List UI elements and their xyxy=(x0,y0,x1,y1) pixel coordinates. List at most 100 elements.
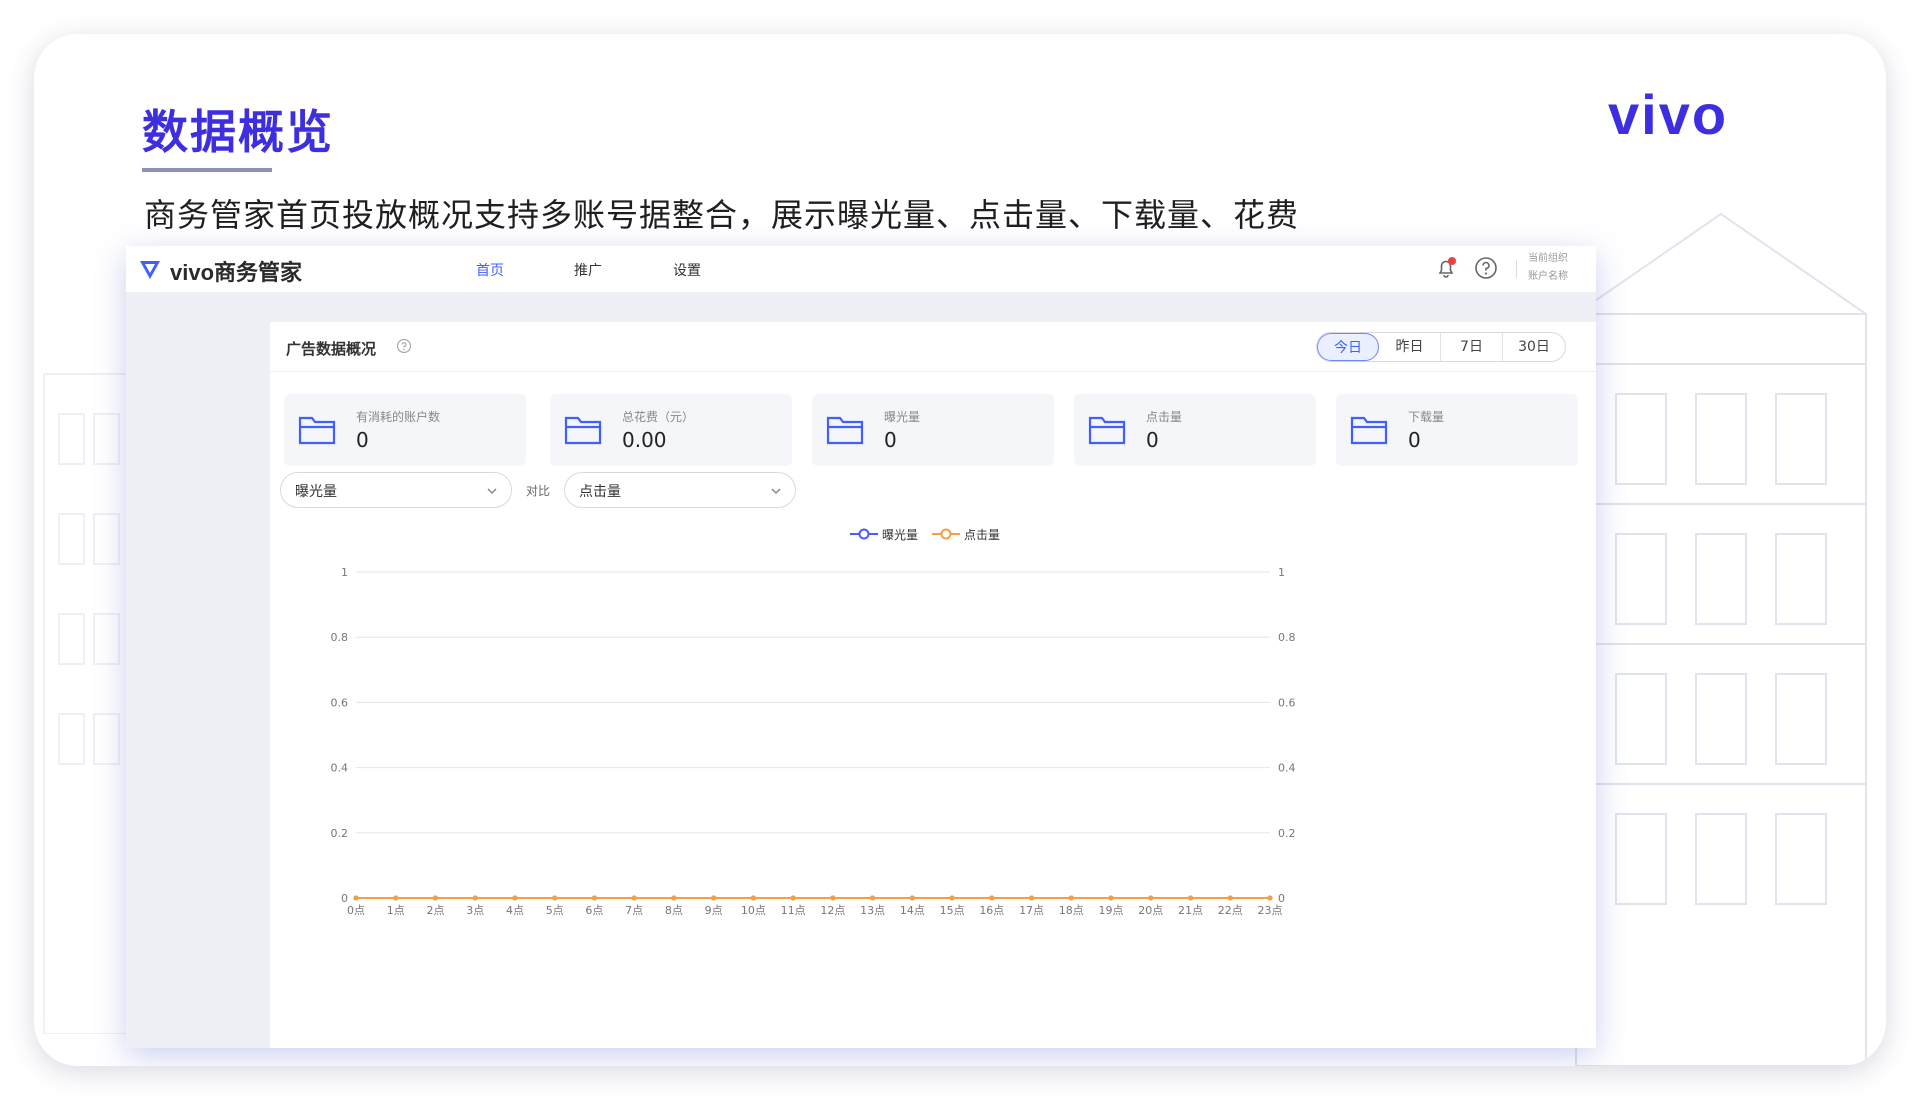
bell-icon[interactable] xyxy=(1434,256,1458,280)
x-tick-label: 0点 xyxy=(347,904,365,917)
stat-card-total-spend: 总花费（元） 0.00 xyxy=(550,394,792,466)
data-point xyxy=(591,895,597,901)
panel-header: 广告数据概况 今日 昨日 7日 30日 xyxy=(270,322,1596,372)
data-point xyxy=(472,895,478,901)
stat-card-active-accounts: 有消耗的账户数 0 xyxy=(284,394,526,466)
x-tick-label: 9点 xyxy=(705,904,723,917)
folder-icon xyxy=(826,416,864,445)
x-tick-label: 11点 xyxy=(781,904,806,917)
data-point xyxy=(949,895,955,901)
legend-line-icon xyxy=(932,528,961,540)
legend-item-impressions[interactable]: 曝光量 xyxy=(850,526,918,543)
folder-icon xyxy=(1088,416,1126,445)
slide-subtitle: 商务管家首页投放概况支持多账号据整合，展示曝光量、点击量、下载量、花费 xyxy=(144,196,1300,234)
range-tab-7-days[interactable]: 7日 xyxy=(1441,333,1503,361)
topbar-divider xyxy=(1516,260,1517,278)
compare-select-value: 点击量 xyxy=(579,484,621,500)
y-tick-label-right: 0.6 xyxy=(1278,696,1296,709)
stat-label: 总花费（元） xyxy=(622,410,695,424)
data-point xyxy=(750,895,756,901)
y-tick-label-right: 0.4 xyxy=(1278,762,1296,775)
nav-promotion[interactable]: 推广 xyxy=(574,263,602,279)
y-tick-label-left: 0.4 xyxy=(331,762,349,775)
x-tick-label: 4点 xyxy=(506,904,524,917)
x-tick-label: 16点 xyxy=(979,904,1004,917)
y-tick-label-right: 0.8 xyxy=(1278,631,1296,644)
panel-title: 广告数据概况 xyxy=(286,340,377,358)
y-tick-label-right: 0 xyxy=(1278,892,1285,905)
metric-select[interactable]: 曝光量 xyxy=(280,472,512,508)
data-point xyxy=(671,895,677,901)
account-switcher[interactable]: 当前组织 账户名称 xyxy=(1528,250,1568,286)
legend-item-clicks[interactable]: 点击量 xyxy=(932,526,1000,543)
data-point xyxy=(989,895,995,901)
data-point xyxy=(711,895,717,901)
legend-label: 曝光量 xyxy=(882,527,919,542)
chart-legend: 曝光量 点击量 xyxy=(850,526,1014,542)
x-tick-label: 8点 xyxy=(665,904,683,917)
stat-value: 0 xyxy=(1146,428,1159,452)
folder-icon xyxy=(1350,416,1388,445)
x-tick-label: 14点 xyxy=(900,904,925,917)
stat-value: 0 xyxy=(884,428,897,452)
range-tab-today[interactable]: 今日 xyxy=(1317,333,1379,361)
stat-value: 0 xyxy=(1408,428,1421,452)
x-tick-label: 23点 xyxy=(1258,904,1283,917)
stat-value: 0.00 xyxy=(622,428,667,452)
ad-overview-panel: 广告数据概况 今日 昨日 7日 30日 有消耗的账户数 0 xyxy=(270,322,1596,1048)
nav-home[interactable]: 首页 xyxy=(476,263,504,279)
info-icon[interactable] xyxy=(396,338,412,354)
data-point xyxy=(909,895,915,901)
data-point xyxy=(1108,895,1114,901)
x-tick-label: 10点 xyxy=(741,904,766,917)
data-point xyxy=(631,895,637,901)
data-point xyxy=(870,895,876,901)
compare-select[interactable]: 点击量 xyxy=(564,472,796,508)
account-org-label: 当前组织 xyxy=(1528,253,1568,264)
account-name-label: 账户名称 xyxy=(1528,271,1568,282)
nav-settings[interactable]: 设置 xyxy=(673,263,701,279)
app-name: vivo商务管家 xyxy=(170,260,303,285)
stat-card-impressions: 曝光量 0 xyxy=(812,394,1054,466)
help-icon[interactable] xyxy=(1474,256,1498,280)
legend-label: 点击量 xyxy=(964,527,1001,542)
data-point xyxy=(1029,895,1035,901)
compare-label: 对比 xyxy=(526,484,551,498)
legend-line-icon xyxy=(850,528,878,540)
data-point xyxy=(552,895,558,901)
x-tick-label: 15点 xyxy=(940,904,965,917)
data-point xyxy=(353,895,359,901)
y-tick-label-left: 0.6 xyxy=(331,696,349,709)
x-tick-label: 21点 xyxy=(1178,904,1203,917)
background-building-illustration xyxy=(1575,212,1867,1066)
x-tick-label: 13点 xyxy=(860,904,885,917)
y-tick-label-left: 0 xyxy=(341,892,348,905)
stat-label: 点击量 xyxy=(1146,410,1183,424)
y-tick-label-left: 0.8 xyxy=(331,631,349,644)
brand-wordmark: vivo xyxy=(1608,86,1728,146)
data-point xyxy=(512,895,518,901)
stat-label: 下载量 xyxy=(1408,410,1445,424)
app-topbar: vivo商务管家 首页 推广 设置 当前组织 账户名称 xyxy=(126,246,1596,292)
x-tick-label: 19点 xyxy=(1099,904,1124,917)
x-tick-label: 18点 xyxy=(1059,904,1084,917)
data-point xyxy=(1068,895,1074,901)
y-tick-label-right: 0.2 xyxy=(1278,827,1296,840)
chevron-down-icon xyxy=(771,488,781,495)
vivo-logo-icon: vivo xyxy=(1608,86,1728,146)
x-tick-label: 3点 xyxy=(466,904,484,917)
slide-title: 数据概览 xyxy=(142,105,334,159)
folder-icon xyxy=(298,416,336,445)
y-tick-label-left: 1 xyxy=(341,566,348,579)
x-tick-label: 2点 xyxy=(426,904,444,917)
x-tick-label: 12点 xyxy=(820,904,845,917)
x-tick-label: 20点 xyxy=(1138,904,1163,917)
stat-value: 0 xyxy=(356,428,369,452)
date-range-tabs: 今日 昨日 7日 30日 xyxy=(1316,332,1566,362)
range-tab-yesterday[interactable]: 昨日 xyxy=(1379,333,1441,361)
data-point xyxy=(1267,895,1273,901)
stat-label: 曝光量 xyxy=(884,410,921,424)
data-point xyxy=(393,895,399,901)
range-tab-30-days[interactable]: 30日 xyxy=(1518,339,1550,355)
